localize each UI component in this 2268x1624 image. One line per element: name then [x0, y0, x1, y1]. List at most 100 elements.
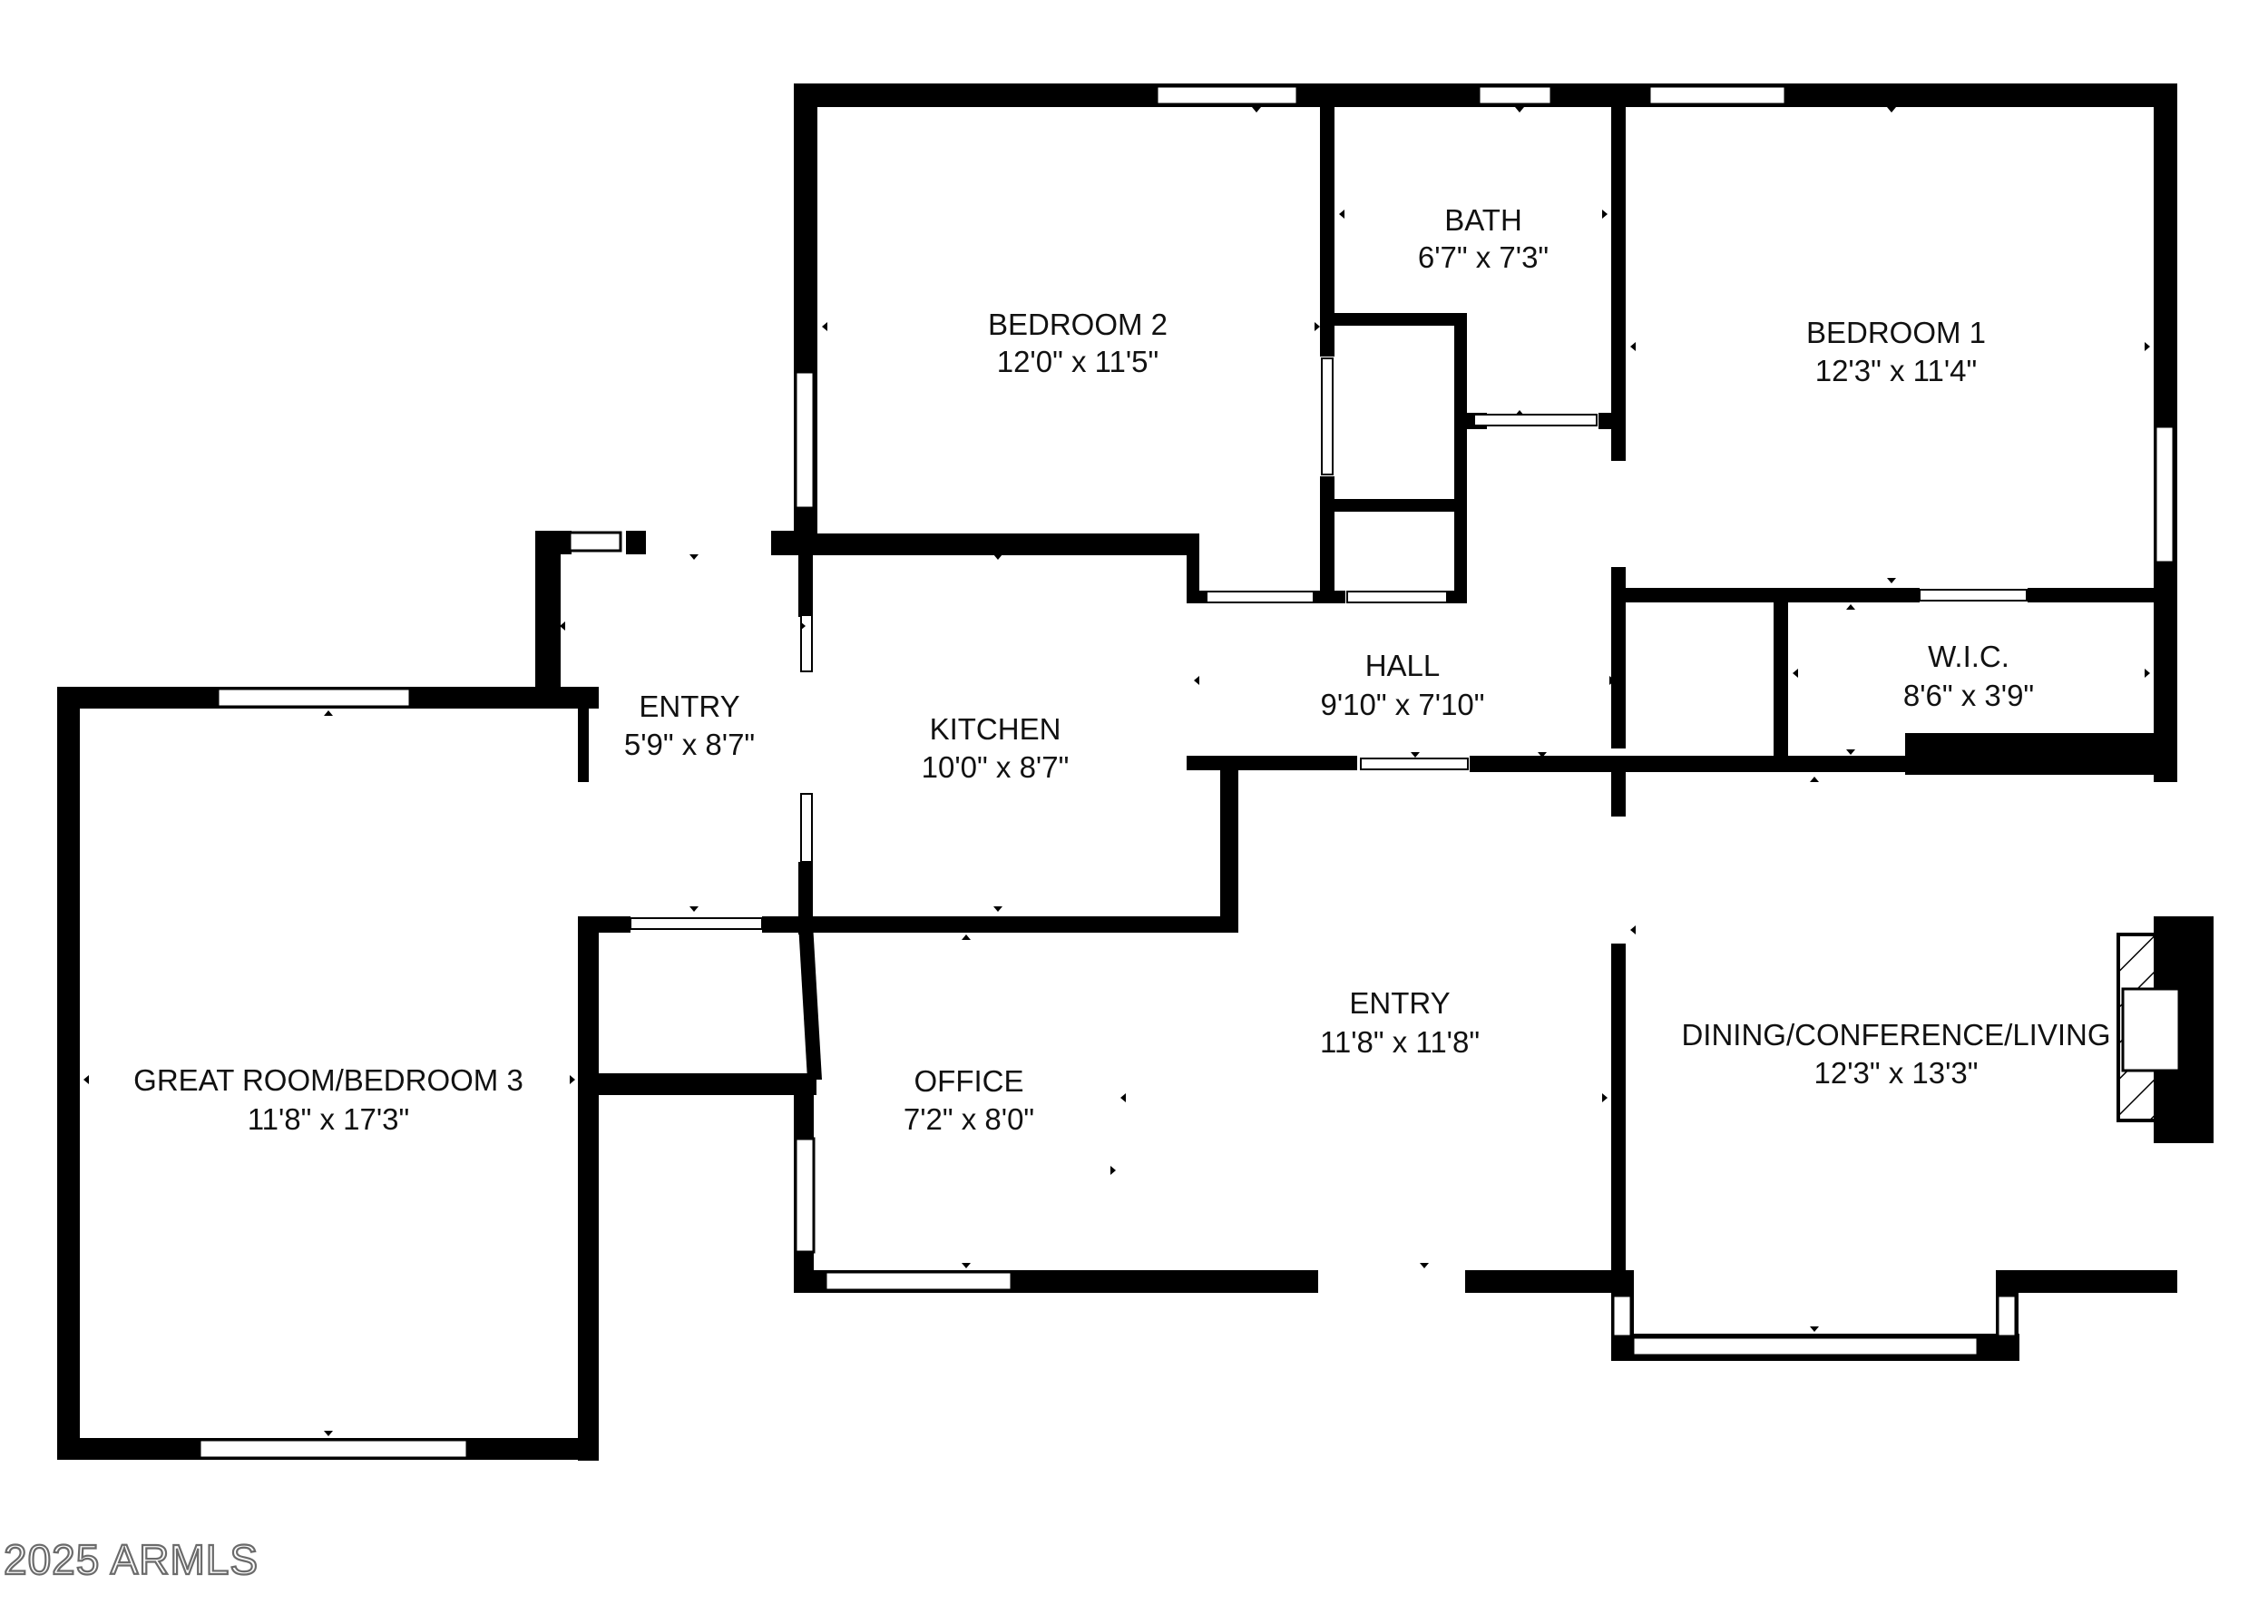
tick [1252, 107, 1261, 113]
tick [689, 906, 699, 912]
room-name-great-room: GREAT ROOM/BEDROOM 3 [133, 1063, 523, 1097]
tick [962, 1263, 971, 1268]
wall [535, 531, 561, 690]
room-name-bath: BATH [1444, 203, 1522, 237]
room-name-hall: HALL [1365, 649, 1441, 682]
tick [822, 322, 827, 331]
tick [1810, 777, 1819, 782]
wall [578, 687, 589, 782]
window [568, 531, 622, 553]
wall [1611, 98, 1626, 461]
wall [1470, 756, 2177, 772]
wall [765, 916, 1238, 933]
tick [324, 1431, 333, 1436]
room-dims-bedroom1: 12'3" x 11'4" [1815, 354, 1978, 387]
room-name-entry-main: ENTRY [1349, 986, 1450, 1020]
tick [1793, 669, 1798, 678]
window [1477, 84, 1553, 106]
room-name-wic: W.I.C. [1928, 640, 2009, 673]
tick [1315, 322, 1320, 331]
tick [1846, 749, 1855, 755]
door [1473, 414, 1598, 426]
tick [1420, 1263, 1429, 1268]
room-name-office: OFFICE [914, 1064, 1024, 1098]
wall [1320, 499, 1465, 512]
tick [993, 554, 1002, 560]
wall [599, 1073, 816, 1095]
fireplace [2116, 933, 2193, 1122]
door [1321, 357, 1334, 475]
tick [324, 710, 333, 716]
tick [1602, 210, 1608, 219]
wall [798, 924, 822, 1080]
room-name-dining: DINING/CONFERENCE/LIVING [1681, 1018, 2110, 1052]
wall [1454, 313, 1467, 603]
tick [1411, 752, 1420, 758]
room-dims-bath: 6'7" x 7'3" [1418, 240, 1549, 274]
tick [1810, 1326, 1819, 1332]
wall [578, 916, 599, 1461]
room-dims-entry-small: 5'9" x 8'7" [624, 728, 755, 761]
walls [57, 83, 2214, 1461]
wall [626, 531, 646, 554]
wall [1598, 413, 1626, 429]
wall [2028, 588, 2177, 602]
room-dims-bedroom2: 12'0" x 11'5" [997, 345, 1159, 378]
door [800, 793, 813, 863]
tick [2145, 342, 2150, 351]
window [198, 1438, 469, 1460]
tick [1194, 676, 1199, 685]
wall [1320, 476, 1334, 603]
room-dims-wic: 8'6" x 3'9" [1903, 679, 2034, 712]
room-dims-great-room: 11'8" x 17'3" [248, 1102, 410, 1136]
door [1346, 591, 1448, 603]
door [800, 614, 813, 672]
tick [1515, 107, 1524, 113]
wall [57, 687, 80, 1458]
wall [771, 531, 803, 553]
door [1206, 591, 1315, 603]
tick [1515, 410, 1524, 416]
window [2154, 425, 2175, 564]
tick [2145, 669, 2150, 678]
wall [762, 916, 798, 933]
room-dims-kitchen: 10'0" x 8'7" [922, 750, 1070, 784]
tick [1110, 1166, 1116, 1175]
tick [1630, 925, 1636, 934]
wall [1465, 1270, 1626, 1293]
wall [1996, 1270, 2177, 1293]
tick [689, 554, 699, 560]
tick [1538, 752, 1547, 758]
tick [570, 1075, 575, 1084]
room-dims-entry-main: 11'8" x 11'8" [1320, 1025, 1480, 1059]
wall [1320, 98, 1334, 357]
door [1919, 589, 2028, 602]
wall [1611, 588, 1920, 602]
window [794, 370, 816, 510]
tick [1609, 676, 1615, 685]
room-name-entry-small: ENTRY [639, 690, 739, 723]
wall [1611, 567, 1626, 748]
window [1996, 1294, 2018, 1338]
wall [771, 533, 1198, 555]
tick [1630, 342, 1636, 351]
tick [1602, 1093, 1608, 1102]
room-name-kitchen: KITCHEN [930, 712, 1061, 746]
room-dims-hall: 9'10" x 7'10" [1321, 688, 1485, 721]
tick [83, 1075, 89, 1084]
tick [1887, 578, 1896, 583]
tick [1887, 107, 1896, 113]
room-dims-office: 7'2" x 8'0" [904, 1102, 1034, 1136]
room-dims-dining: 12'3" x 13'3" [1814, 1056, 1979, 1090]
windows [198, 84, 2175, 1460]
door [1360, 758, 1469, 770]
door [630, 917, 763, 930]
window [1155, 84, 1299, 106]
wall [798, 862, 813, 934]
room-labels: BEDROOM 2 12'0" x 11'5" BATH 6'7" x 7'3"… [133, 203, 2110, 1136]
window [794, 1137, 816, 1254]
watermark: 2025 ARMLS [4, 1536, 259, 1583]
wall [1320, 313, 1465, 326]
tick [1120, 1093, 1126, 1102]
